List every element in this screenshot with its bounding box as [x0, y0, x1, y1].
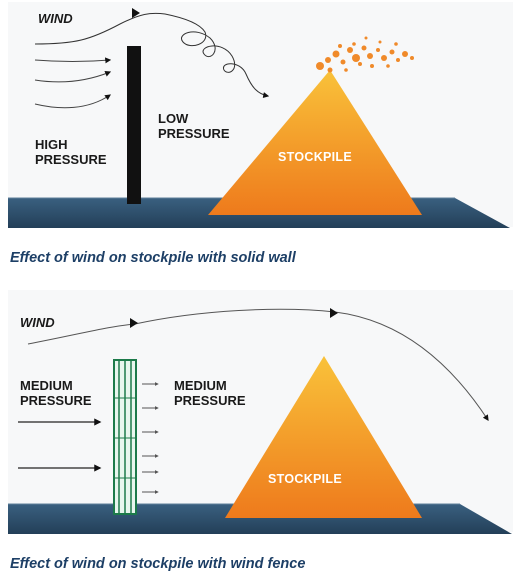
stockpile — [208, 70, 422, 215]
wind-arrow-head — [132, 8, 140, 18]
high-pressure-label: HIGH PRESSURE — [35, 137, 107, 167]
caption-solid-wall: Effect of wind on stockpile with solid w… — [10, 250, 296, 266]
wind-label: WIND — [38, 11, 73, 26]
wind-fence-illustration — [8, 290, 513, 534]
wind-flow-arc — [27, 308, 489, 422]
wind-fence — [113, 359, 137, 515]
medium-pressure-right-label: MEDIUM PRESSURE — [174, 378, 246, 408]
medium-pressure-left-label: MEDIUM PRESSURE — [20, 378, 92, 408]
wind-arrow-head-1 — [130, 318, 138, 328]
solid-wall — [127, 46, 141, 204]
stockpile-label-2: STOCKPILE — [268, 472, 343, 486]
fence-airflow-arrows — [142, 382, 159, 494]
diagram-solid-wall: WIND HIGH PRESSURE LOW PRESSURE STOCKPIL… — [0, 0, 523, 240]
wind-arrow-head-2 — [330, 308, 338, 318]
low-pressure-label: LOW PRESSURE — [158, 111, 230, 141]
diagram-wind-fence: WIND MEDIUM PRESSURE MEDIUM PRESSURE STO… — [0, 288, 523, 544]
incoming-wind-arrows-2 — [18, 418, 102, 472]
stockpile-label: STOCKPILE — [278, 150, 353, 164]
incoming-wind-arrows — [34, 57, 112, 109]
solid-wall-illustration — [8, 2, 513, 228]
caption-wind-fence: Effect of wind on stockpile with wind fe… — [10, 556, 306, 572]
dust-particles — [316, 36, 414, 73]
wind-label-2: WIND — [20, 315, 55, 330]
stockpile-2 — [225, 356, 422, 518]
wind-flow-arrow — [34, 12, 270, 98]
